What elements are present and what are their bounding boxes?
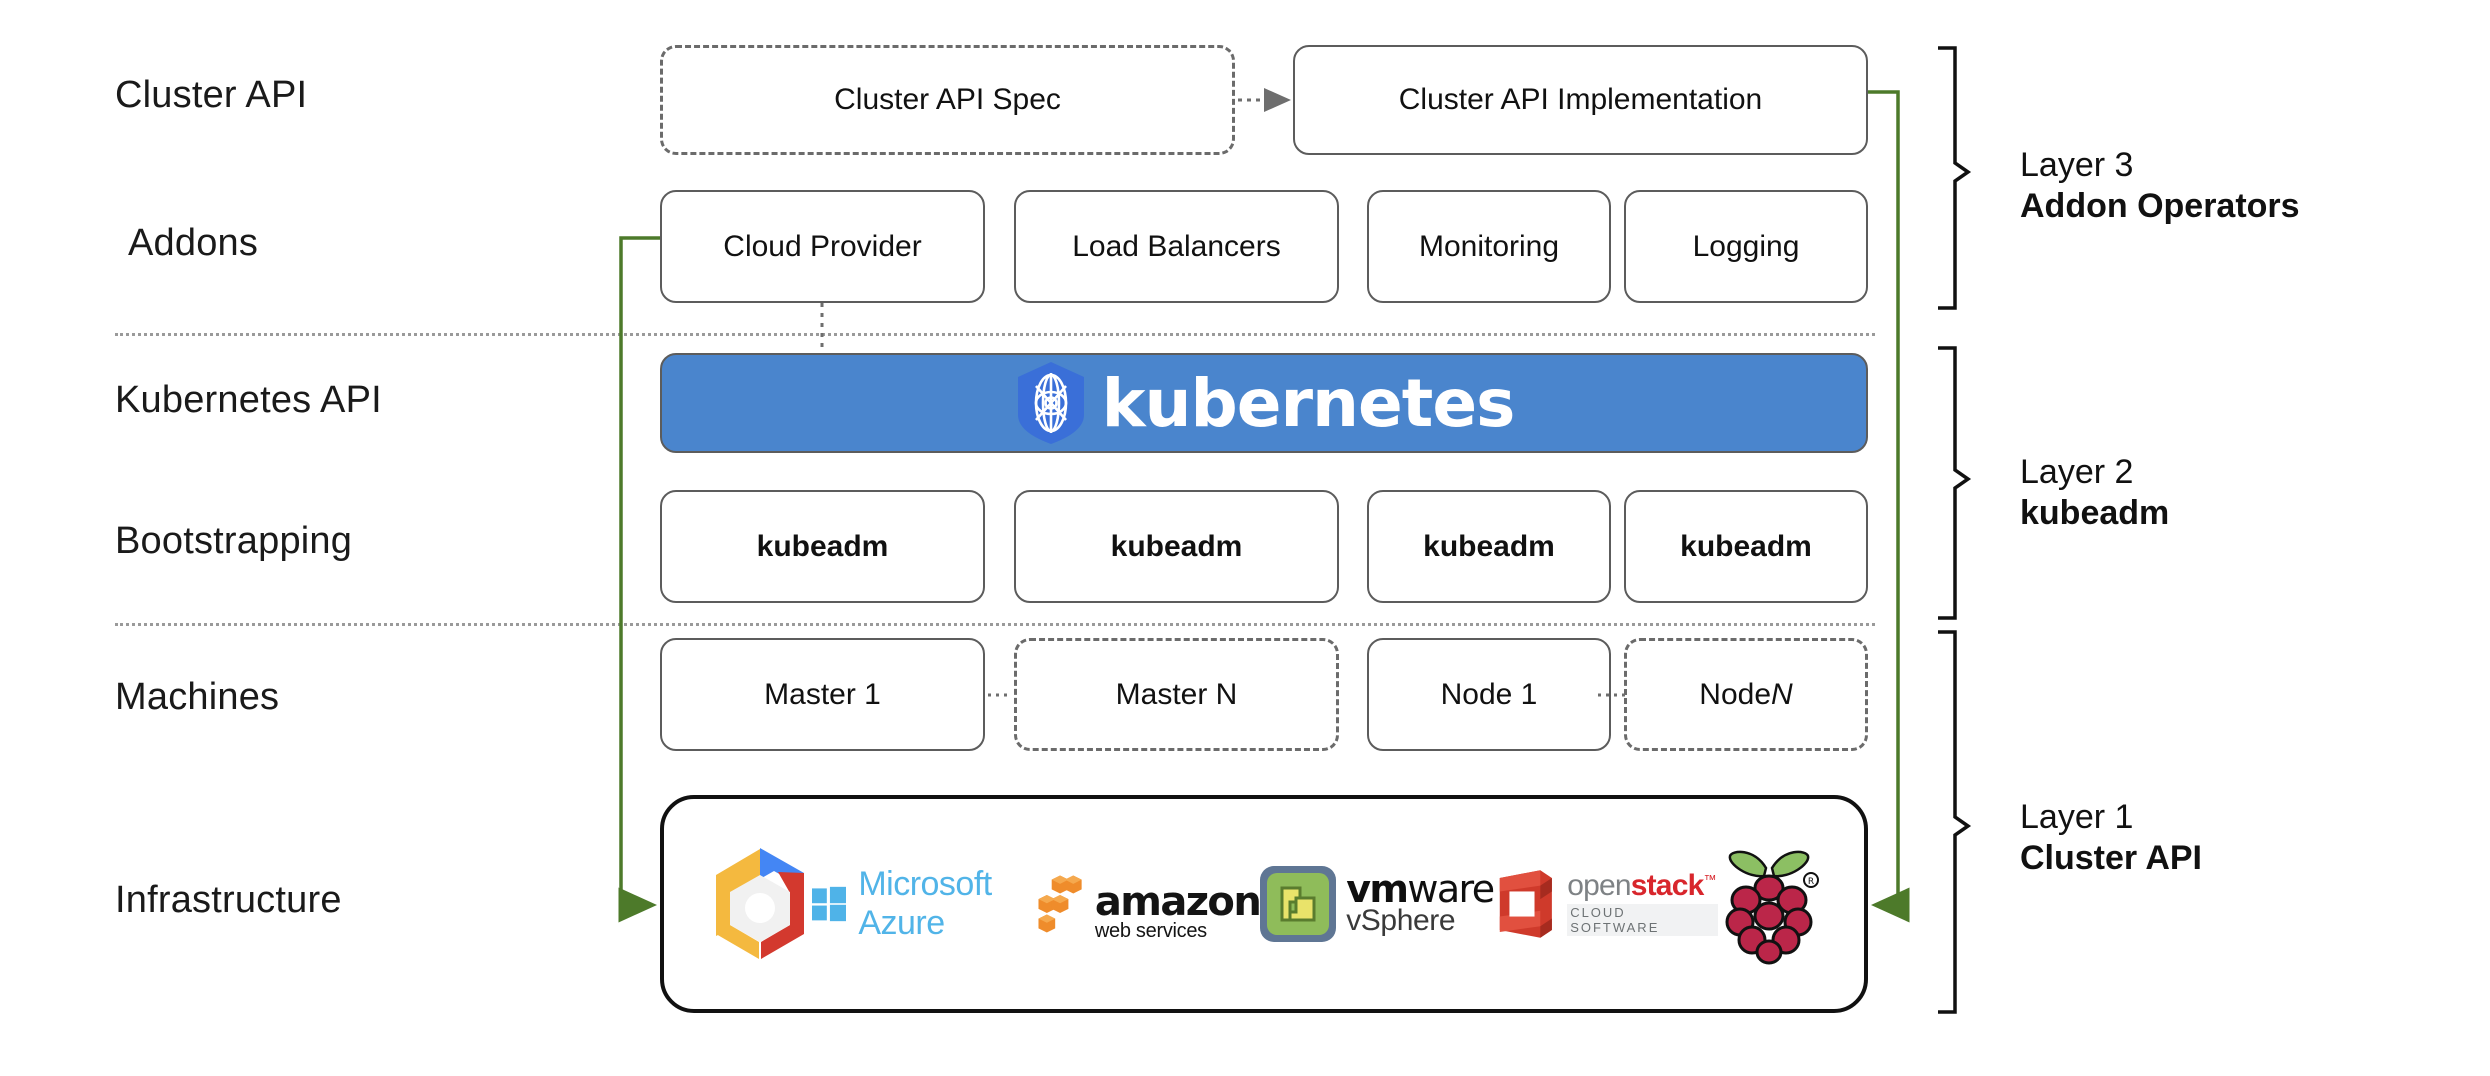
openstack-wordmark: openstack™ (1567, 868, 1716, 902)
bracket-layer-3 (1938, 46, 1972, 310)
openstack-subtext: CLOUD SOFTWARE (1567, 904, 1718, 937)
raspberry-pi-logo: R (1718, 842, 1820, 966)
layer-1-number: Layer 1 (2020, 798, 2134, 836)
google-cloud-platform-logo (708, 846, 812, 962)
row-label-machines: Machines (115, 676, 280, 718)
kubernetes-banner[interactable]: kubernetes (660, 353, 1868, 453)
layer-label-2: Layer 2 kubeadm (2020, 452, 2169, 535)
box-node-n-label: Node (1699, 677, 1772, 711)
layer-2-number: Layer 2 (2020, 453, 2134, 491)
layer-3-name: Addon Operators (2020, 187, 2300, 226)
box-node-n[interactable]: Node N (1624, 638, 1868, 751)
amazon-web-services-subtext: web services (1094, 920, 1207, 942)
connector-implementation-to-infrastructure (1868, 90, 1910, 923)
separator-layer2-layer1 (115, 623, 1875, 626)
layer-1-name: Cluster API (2020, 839, 2203, 878)
layer-label-3: Layer 3 Addon Operators (2020, 145, 2300, 228)
box-kubeadm-3[interactable]: kubeadm (1367, 490, 1611, 603)
box-cluster-api-implementation[interactable]: Cluster API Implementation (1293, 45, 1868, 155)
layer-2-name: kubeadm (2020, 494, 2170, 533)
box-master-n[interactable]: Master N (1014, 638, 1339, 751)
kubernetes-wordmark: kubernetes (1101, 364, 1516, 442)
openstack-logo: openstack™ CLOUD SOFTWARE (1494, 865, 1718, 943)
row-label-bootstrapping: Bootstrapping (115, 520, 353, 562)
row-label-kubernetes-api: Kubernetes API (115, 379, 382, 421)
vmware-vsphere-logo: vmware vSphere (1260, 866, 1495, 942)
layer-label-1: Layer 1 Cluster API (2020, 797, 2202, 880)
box-kubeadm-2[interactable]: kubeadm (1014, 490, 1339, 603)
amazon-wordmark: amazon (1094, 879, 1262, 925)
box-kubeadm-1[interactable]: kubeadm (660, 490, 985, 603)
vsphere-subtext: vSphere (1346, 904, 1456, 938)
amazon-web-services-logo: amazon web services (1035, 861, 1262, 947)
microsoft-azure-logo: Microsoft Azure (812, 865, 1035, 943)
row-label-infrastructure: Infrastructure (115, 879, 342, 921)
kubernetes-helm-icon (1014, 360, 1088, 446)
box-cloud-provider[interactable]: Cloud Provider (660, 190, 985, 303)
box-logging[interactable]: Logging (1624, 190, 1868, 303)
separator-layer3-layer2 (115, 333, 1875, 336)
row-label-cluster-api: Cluster API (115, 74, 308, 116)
svg-text:R: R (1808, 877, 1814, 887)
bracket-layer-1 (1938, 630, 1972, 1014)
box-node-n-suffix: N (1771, 677, 1793, 711)
connector-cloud-provider-to-infrastructure (618, 236, 660, 923)
layer-3-number: Layer 3 (2020, 146, 2134, 184)
row-label-addons: Addons (128, 222, 259, 264)
bracket-layer-2 (1938, 346, 1972, 620)
vmware-wordmark: vmware (1346, 866, 1495, 911)
box-kubeadm-4[interactable]: kubeadm (1624, 490, 1868, 603)
box-master-1[interactable]: Master 1 (660, 638, 985, 751)
box-infrastructure[interactable]: Microsoft Azure (660, 795, 1868, 1013)
box-load-balancers[interactable]: Load Balancers (1014, 190, 1339, 303)
box-cluster-api-spec[interactable]: Cluster API Spec (660, 45, 1235, 155)
microsoft-azure-wordmark: Microsoft Azure (858, 865, 992, 942)
box-node-1[interactable]: Node 1 (1367, 638, 1611, 751)
box-monitoring[interactable]: Monitoring (1367, 190, 1611, 303)
